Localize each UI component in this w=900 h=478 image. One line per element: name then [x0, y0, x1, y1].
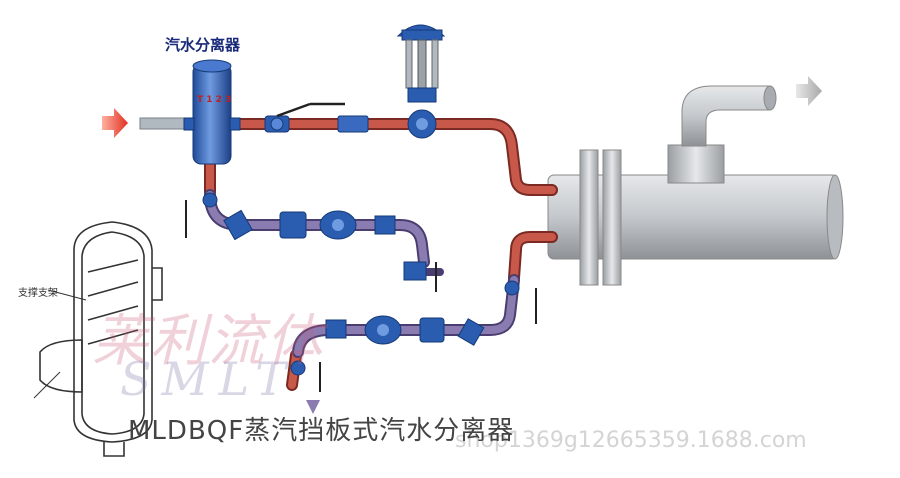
- heat-exchanger: [547, 85, 844, 286]
- watermark-latin: SMLT: [120, 352, 297, 406]
- separator-label: 汽水分离器: [165, 36, 241, 54]
- control-valve-icon: [396, 24, 446, 139]
- inlet-arrow-icon: [102, 108, 128, 138]
- tank-marking: T 1 2 3: [197, 95, 232, 105]
- watermark-url: shop1369g12665359.1688.com: [455, 428, 807, 453]
- watermark-chinese: 莱利流体: [92, 309, 324, 374]
- steam-trap-icon: [185, 192, 437, 292]
- strainer-icon: [290, 280, 537, 392]
- pipe-union: [337, 115, 369, 133]
- support-bracket-label: 支撑支架: [18, 288, 58, 299]
- drain-arrow-icon: [306, 400, 320, 414]
- ball-valve-icon: [264, 102, 345, 133]
- outlet-arrow-icon: [796, 76, 822, 106]
- model-title: MLDBQF蒸汽挡板式汽水分离器: [128, 416, 515, 446]
- separator-tank: [183, 59, 241, 165]
- separator-cutaway-sketch: [33, 221, 163, 457]
